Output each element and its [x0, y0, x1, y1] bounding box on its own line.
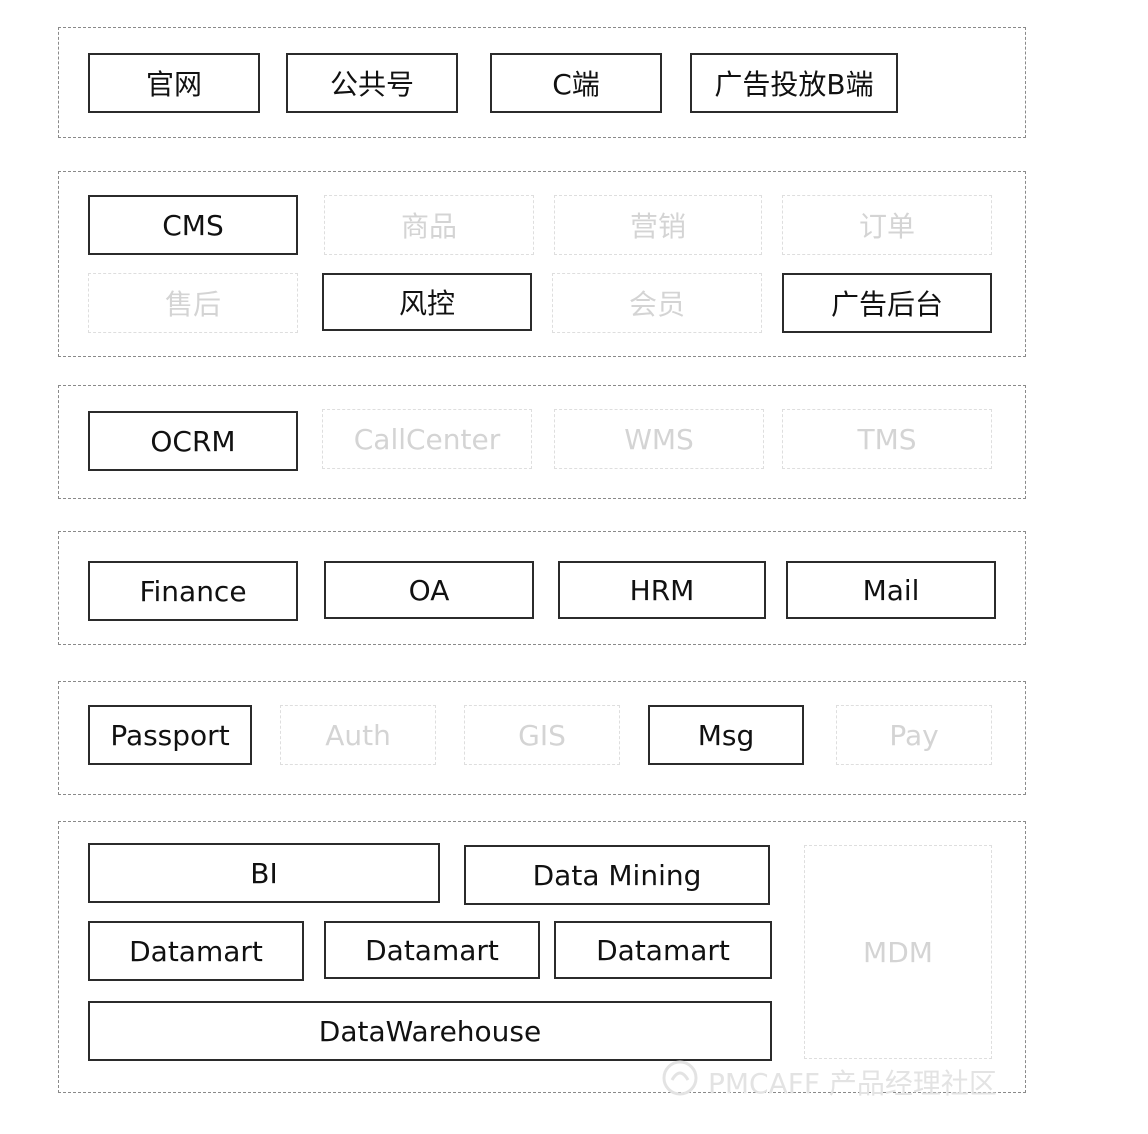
layer-data	[58, 821, 1026, 1093]
box-tms: TMS	[782, 409, 992, 469]
layer-business	[58, 171, 1026, 357]
box-member: 会员	[552, 273, 762, 333]
watermark-text: PMCAFF 产品经理社区	[708, 1066, 997, 1100]
box-passport: Passport	[88, 705, 252, 765]
box-marketing: 营销	[554, 195, 762, 255]
box-auth: Auth	[280, 705, 436, 765]
box-order: 订单	[782, 195, 992, 255]
box-after-sales: 售后	[88, 273, 298, 333]
watermark: PMCAFF 产品经理社区	[660, 1058, 997, 1105]
box-datawarehouse: DataWarehouse	[88, 1001, 772, 1061]
box-datamart-3: Datamart	[554, 921, 772, 979]
box-mail: Mail	[786, 561, 996, 619]
box-callcenter: CallCenter	[322, 409, 532, 469]
layer-platform	[58, 681, 1026, 795]
box-cms: CMS	[88, 195, 298, 255]
box-website: 官网	[88, 53, 260, 113]
box-oa: OA	[324, 561, 534, 619]
box-datamart-2: Datamart	[324, 921, 540, 979]
box-c-client: C端	[490, 53, 662, 113]
box-datamart-1: Datamart	[88, 921, 304, 981]
box-hrm: HRM	[558, 561, 766, 619]
box-finance: Finance	[88, 561, 298, 621]
box-gis: GIS	[464, 705, 620, 765]
layer-operations	[58, 385, 1026, 499]
box-wms: WMS	[554, 409, 764, 469]
box-bi: BI	[88, 843, 440, 903]
box-ad-b-client: 广告投放B端	[690, 53, 898, 113]
box-data-mining: Data Mining	[464, 845, 770, 905]
box-mdm: MDM	[804, 845, 992, 1059]
box-ocrm: OCRM	[88, 411, 298, 471]
box-pay: Pay	[836, 705, 992, 765]
layer-frontend	[58, 27, 1026, 138]
box-product: 商品	[324, 195, 534, 255]
box-risk-control: 风控	[322, 273, 532, 331]
box-msg: Msg	[648, 705, 804, 765]
box-ad-backend: 广告后台	[782, 273, 992, 333]
layer-enterprise	[58, 531, 1026, 645]
pmcaff-logo-icon	[660, 1058, 700, 1105]
box-official-account: 公共号	[286, 53, 458, 113]
